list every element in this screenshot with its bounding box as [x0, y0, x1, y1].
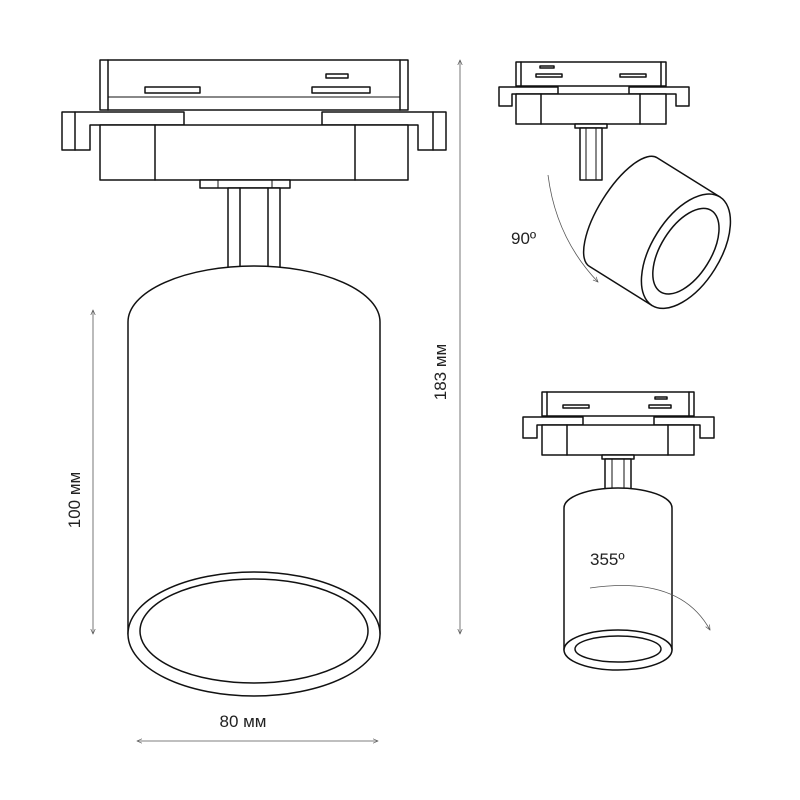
swivel-angle-label: 355º: [590, 550, 625, 569]
height-body-label: 100 мм: [65, 472, 84, 528]
track-adapter: [61, 59, 447, 189]
tilt-view: 90º: [498, 61, 732, 310]
tilted-cylinder: [582, 155, 732, 310]
stem: [227, 187, 281, 269]
swivel-view: 355º: [522, 391, 715, 671]
swivel-cylinder: [563, 487, 673, 671]
main-fixture-view: [61, 59, 447, 697]
tilt-angle-label: 90º: [511, 229, 536, 248]
height-total-label: 183 мм: [431, 344, 450, 400]
cylinder-body: [127, 265, 381, 697]
dimension-width: 80 мм: [137, 712, 378, 741]
dimension-height-body: 100 мм: [65, 310, 93, 634]
width-label: 80 мм: [219, 712, 266, 731]
dimension-height-total: 183 мм: [431, 60, 460, 634]
